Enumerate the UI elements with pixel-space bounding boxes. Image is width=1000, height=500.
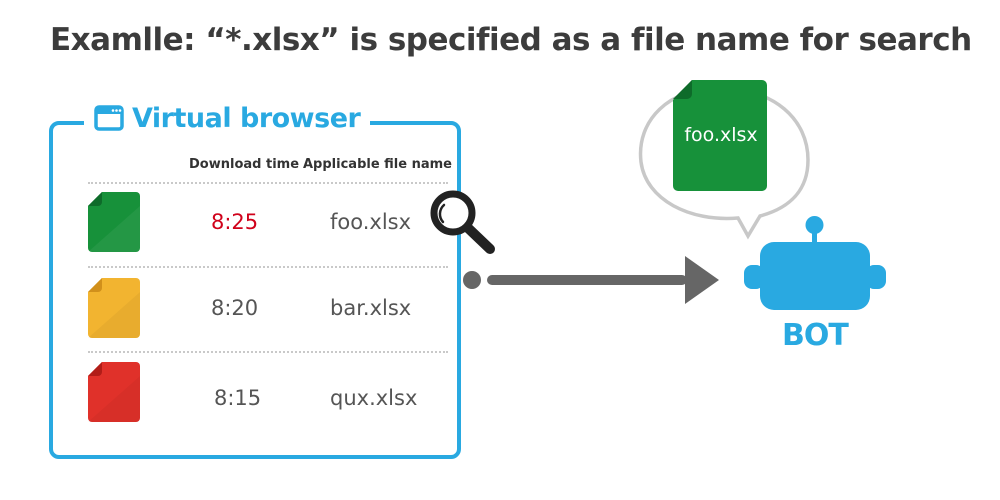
row-3-download-time: 8:15 (214, 386, 262, 410)
green-file-icon (88, 192, 140, 252)
robot-icon (744, 216, 886, 310)
row-1-file-name: foo.xlsx (330, 210, 412, 234)
column-header-file-name: Applicable file name (303, 157, 452, 172)
row-2-download-time: 8:20 (211, 296, 259, 320)
arrow-connector (463, 256, 719, 304)
bubble-file-name: foo.xlsx (684, 124, 758, 146)
yellow-file-icon (88, 278, 140, 338)
virtual-browser-title: Virtual browser (132, 102, 361, 134)
row-separator (88, 182, 448, 184)
row-separator (88, 351, 448, 353)
magnifier-icon (430, 190, 495, 254)
bot-label: BOT (782, 318, 849, 353)
red-file-icon (88, 362, 140, 422)
page-title: Examlle: “*.xlsx” is specified as a file… (50, 22, 972, 58)
column-header-download-time: Download time (189, 157, 300, 172)
row-1-download-time: 8:25 (211, 210, 259, 234)
row-2-file-name: bar.xlsx (330, 296, 412, 320)
browser-window-icon (94, 105, 124, 131)
green-file-icon (673, 80, 767, 191)
row-separator (88, 266, 448, 268)
virtual-browser-header: Virtual browser (84, 98, 371, 138)
row-3-file-name: qux.xlsx (330, 386, 418, 410)
